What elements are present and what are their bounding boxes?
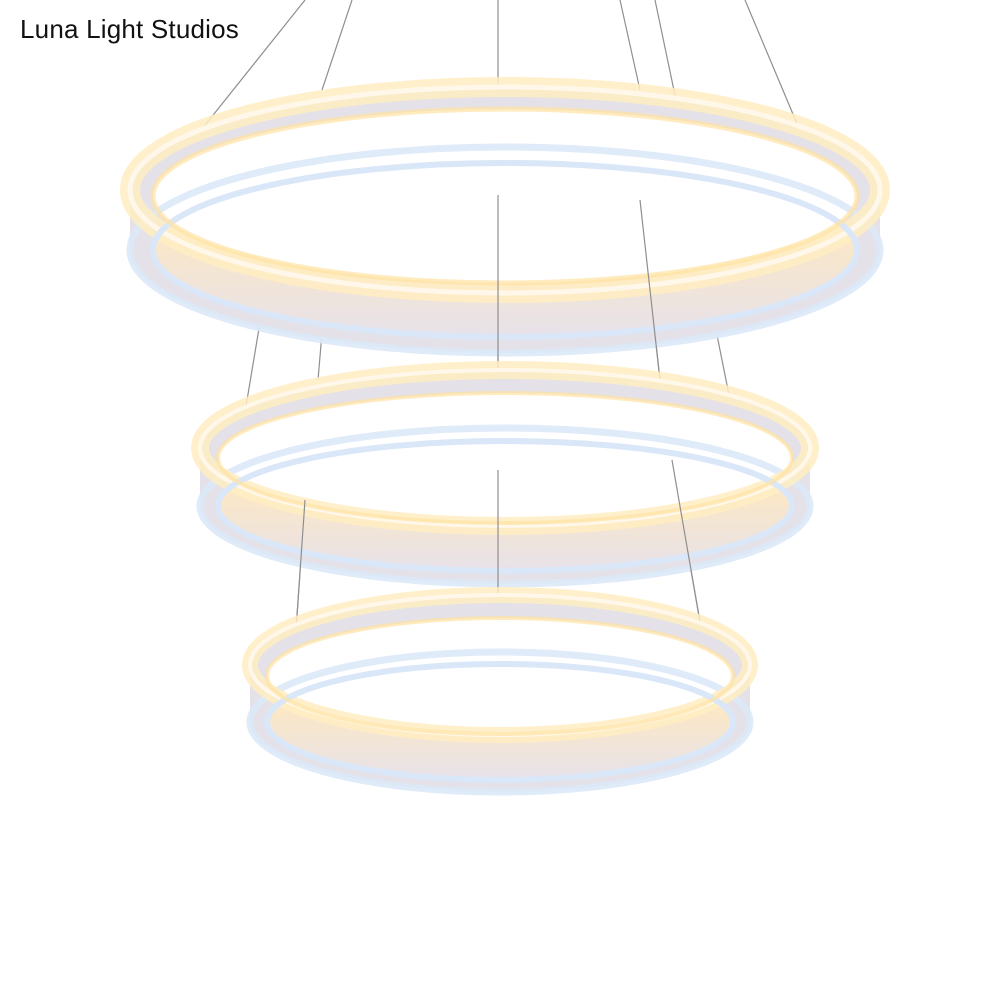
wire-2	[321, 0, 353, 91]
ring-medium	[191, 361, 819, 588]
ring-small	[242, 587, 758, 796]
wire-4	[619, 0, 641, 91]
brand-name: Luna Light Studios	[20, 14, 239, 44]
wire-1	[197, 0, 306, 135]
ring-large	[120, 77, 890, 357]
wire-6	[744, 0, 799, 127]
wire-5	[654, 0, 677, 101]
